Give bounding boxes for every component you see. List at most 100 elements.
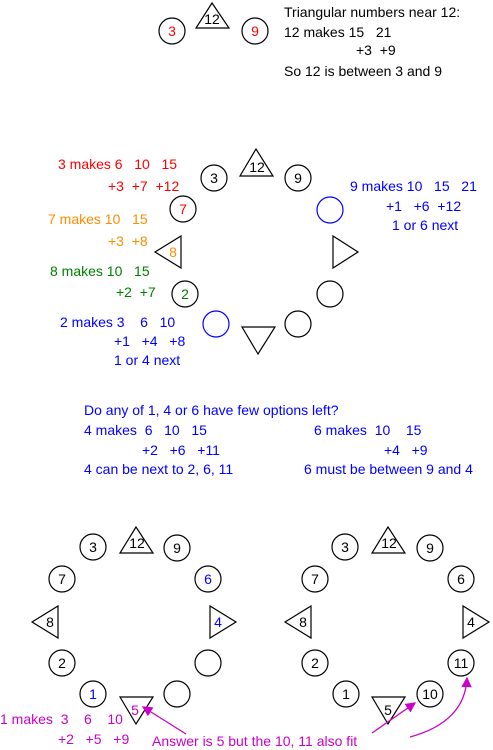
ring3-triangle-5 (370, 696, 407, 726)
ring1-note-3: 3 makes 6 10 15 +3 +7 +12 (58, 156, 179, 194)
svg-text:6: 6 (457, 571, 465, 587)
ring2-circle-7 (48, 565, 76, 593)
svg-text:12: 12 (129, 535, 145, 551)
middle-six-line3: 6 must be between 9 and 4 (304, 461, 473, 477)
ring1-note-2: 2 makes 3 6 10 +1 +4 +8 1 or 4 next (60, 314, 185, 368)
ring1-circle-9 (284, 164, 312, 192)
svg-text:+3 +8: +3 +8 (108, 233, 148, 249)
ring1-circle-2 (171, 280, 199, 308)
middle-analysis: Do any of 1, 4 or 6 have few options lef… (84, 402, 473, 477)
ring-2: 12 3 9 7 6 8 4 2 1 5 (30, 525, 238, 726)
answer-annotation: Answer is 5 but the 10, 11 also fit (141, 676, 472, 749)
ring1-empty-circle-blue-a (316, 196, 344, 224)
ring1-triangle-12-label: 12 (249, 159, 265, 175)
ring2-note-1: 1 makes 3 6 10 +2 +5 +9 (0, 711, 129, 747)
svg-text:+1 +6 +12: +1 +6 +12 (386, 198, 461, 214)
ring3-circle-7 (301, 565, 329, 593)
svg-text:5: 5 (131, 702, 139, 718)
top-circle-3-label: 3 (168, 23, 176, 39)
ring2-circle-6 (194, 565, 222, 593)
top-circle-3 (158, 17, 186, 45)
svg-text:1: 1 (342, 686, 350, 702)
ring3-circle-1 (332, 680, 360, 708)
ring1-circle-9-label: 9 (294, 170, 302, 186)
top-note-line4: So 12 is between 3 and 9 (284, 63, 442, 79)
middle-question: Do any of 1, 4 or 6 have few options lef… (84, 402, 339, 418)
ring3-triangle-8 (283, 604, 312, 640)
svg-text:1: 1 (89, 686, 97, 702)
svg-text:3 makes 6 10 15: 3 makes 6 10 15 (58, 156, 177, 172)
svg-text:7: 7 (58, 571, 66, 587)
ring3-circle-3 (331, 533, 359, 561)
middle-six-line1: 6 makes 10 15 (314, 422, 422, 438)
svg-text:7: 7 (311, 571, 319, 587)
ring1-triangle-8-label: 8 (169, 244, 177, 260)
ring1-triangle-8 (153, 234, 182, 270)
svg-text:1 or 4 next: 1 or 4 next (114, 352, 180, 368)
top-circle-9 (241, 17, 269, 45)
ring2-empty-circle-b (163, 680, 191, 708)
svg-text:3: 3 (89, 539, 97, 555)
svg-text:6: 6 (204, 571, 212, 587)
svg-text:8: 8 (299, 614, 307, 630)
ring2-empty-circle-a (194, 649, 222, 677)
svg-text:10: 10 (422, 686, 438, 702)
ring3-triangle-12 (370, 525, 407, 554)
arrow-to-10 (371, 702, 417, 734)
ring1-circle-3-label: 3 (210, 170, 218, 186)
top-example: 3 12 9 Triangular numbers near 12: 12 ma… (158, 1, 460, 79)
ring1-triangle-12 (238, 147, 275, 177)
ring-3: 12 3 9 7 6 8 4 2 11 1 10 5 (283, 525, 491, 726)
ring2-triangle-4 (209, 604, 238, 640)
ring1-empty-circle-d (284, 310, 312, 338)
svg-text:8: 8 (46, 614, 54, 630)
answer-text: Answer is 5 but the 10, 11 also fit (152, 733, 357, 749)
ring3-triangle-4 (462, 604, 491, 640)
ring1-note-9: 9 makes 10 15 21 +1 +6 +12 1 or 6 next (350, 178, 477, 233)
top-circle-9-label: 9 (251, 23, 259, 39)
svg-text:1 or 6 next: 1 or 6 next (392, 217, 458, 233)
svg-text:7 makes 10 15: 7 makes 10 15 (48, 211, 148, 227)
svg-text:11: 11 (454, 655, 469, 671)
svg-text:3: 3 (341, 539, 349, 555)
top-triangle-12 (194, 1, 231, 29)
svg-text:+2 +5 +9: +2 +5 +9 (58, 731, 129, 747)
ring2-circle-9 (163, 534, 191, 562)
svg-text:4: 4 (214, 614, 222, 630)
ring2-triangle-8 (30, 604, 59, 640)
ring3-circle-10 (416, 680, 444, 708)
ring1-circle-3 (200, 164, 228, 192)
top-note-line3: +3 +9 (356, 42, 396, 58)
svg-text:+1 +4 +8: +1 +4 +8 (114, 333, 185, 349)
svg-text:4: 4 (467, 614, 475, 630)
top-note-line2: 12 makes 15 21 (284, 24, 392, 40)
ring2-triangle-12 (118, 525, 155, 554)
middle-four-line3: 4 can be next to 2, 6, 11 (84, 461, 233, 477)
svg-text:+2 +7: +2 +7 (116, 284, 156, 300)
arrow-to-11 (409, 676, 472, 738)
ring3-circle-6 (447, 565, 475, 593)
svg-text:9: 9 (173, 540, 181, 556)
ring1-note-7: 7 makes 10 15 +3 +8 (48, 211, 148, 249)
top-note-line1: Triangular numbers near 12: (284, 4, 460, 20)
ring1-empty-triangle-bottom (240, 326, 277, 356)
ring2-circle-1 (79, 680, 107, 708)
middle-six-line2: +4 +9 (384, 442, 428, 458)
svg-text:2 makes 3 6 10: 2 makes 3 6 10 (60, 314, 175, 330)
ring2-circle-3 (79, 533, 107, 561)
svg-text:2: 2 (58, 655, 66, 671)
svg-text:12: 12 (381, 535, 397, 551)
ring1-circle-7-label: 7 (179, 201, 187, 217)
svg-text:1 makes 3 6 10: 1 makes 3 6 10 (0, 711, 123, 727)
ring1-empty-circle-b (316, 280, 344, 308)
svg-text:8 makes 10 15: 8 makes 10 15 (50, 263, 150, 279)
svg-text:5: 5 (384, 702, 392, 718)
ring3-circle-2 (301, 649, 329, 677)
svg-text:9 makes 10 15 21: 9 makes 10 15 21 (350, 178, 477, 194)
ring1-empty-circle-blue-c (202, 310, 230, 338)
ring1-circle-2-label: 2 (181, 286, 189, 302)
svg-text:2: 2 (311, 655, 319, 671)
ring1-note-8: 8 makes 10 15 +2 +7 (50, 263, 156, 300)
ring3-circle-11 (447, 649, 475, 677)
